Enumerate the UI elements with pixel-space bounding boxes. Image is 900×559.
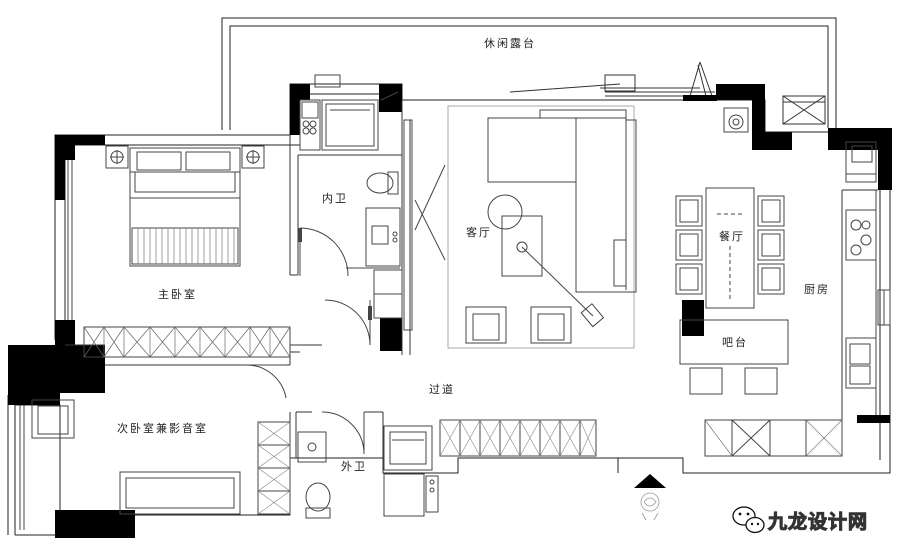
watermark-text: 九龙设计网 <box>767 510 868 533</box>
watermark: 九龙设计网 <box>640 492 868 534</box>
label-corridor: 过道 <box>429 382 455 396</box>
label-guest-bath: 外卫 <box>341 460 367 473</box>
dining-furniture <box>675 107 789 395</box>
master-wardrobe-doors <box>83 326 291 358</box>
living-room-furniture <box>403 105 637 349</box>
bed-blanket-stripes <box>137 228 235 264</box>
corridor-cabinets <box>439 419 597 457</box>
label-bar-counter: 吧台 <box>722 335 748 349</box>
guest-bath-fixtures <box>297 411 439 519</box>
master-bedroom-furniture <box>67 145 291 358</box>
label-master-bedroom: 主卧室 <box>158 287 197 301</box>
terrace-furniture <box>509 61 826 125</box>
label-terrace: 休闲露台 <box>484 36 536 50</box>
label-second-bedroom: 次卧室兼影音室 <box>117 421 208 435</box>
kitchen-fixtures <box>704 141 891 457</box>
entrance-marker <box>634 474 666 488</box>
structural-columns <box>8 84 892 538</box>
label-inner-bath: 内卫 <box>322 191 348 205</box>
wechat-icon <box>732 506 765 534</box>
label-kitchen: 厨房 <box>804 283 830 296</box>
inner-bath-fixtures <box>298 74 403 346</box>
interior-walls <box>65 100 878 515</box>
logo-mark <box>640 492 660 521</box>
label-dining-room: 餐厅 <box>719 229 745 243</box>
second-bedroom-furniture <box>19 364 291 530</box>
label-living-room: 客厅 <box>466 225 492 239</box>
room-labels: 休闲露台 主卧室 内卫 客厅 餐厅 厨房 吧台 过道 次卧室兼影音室 外卫 <box>117 36 830 473</box>
